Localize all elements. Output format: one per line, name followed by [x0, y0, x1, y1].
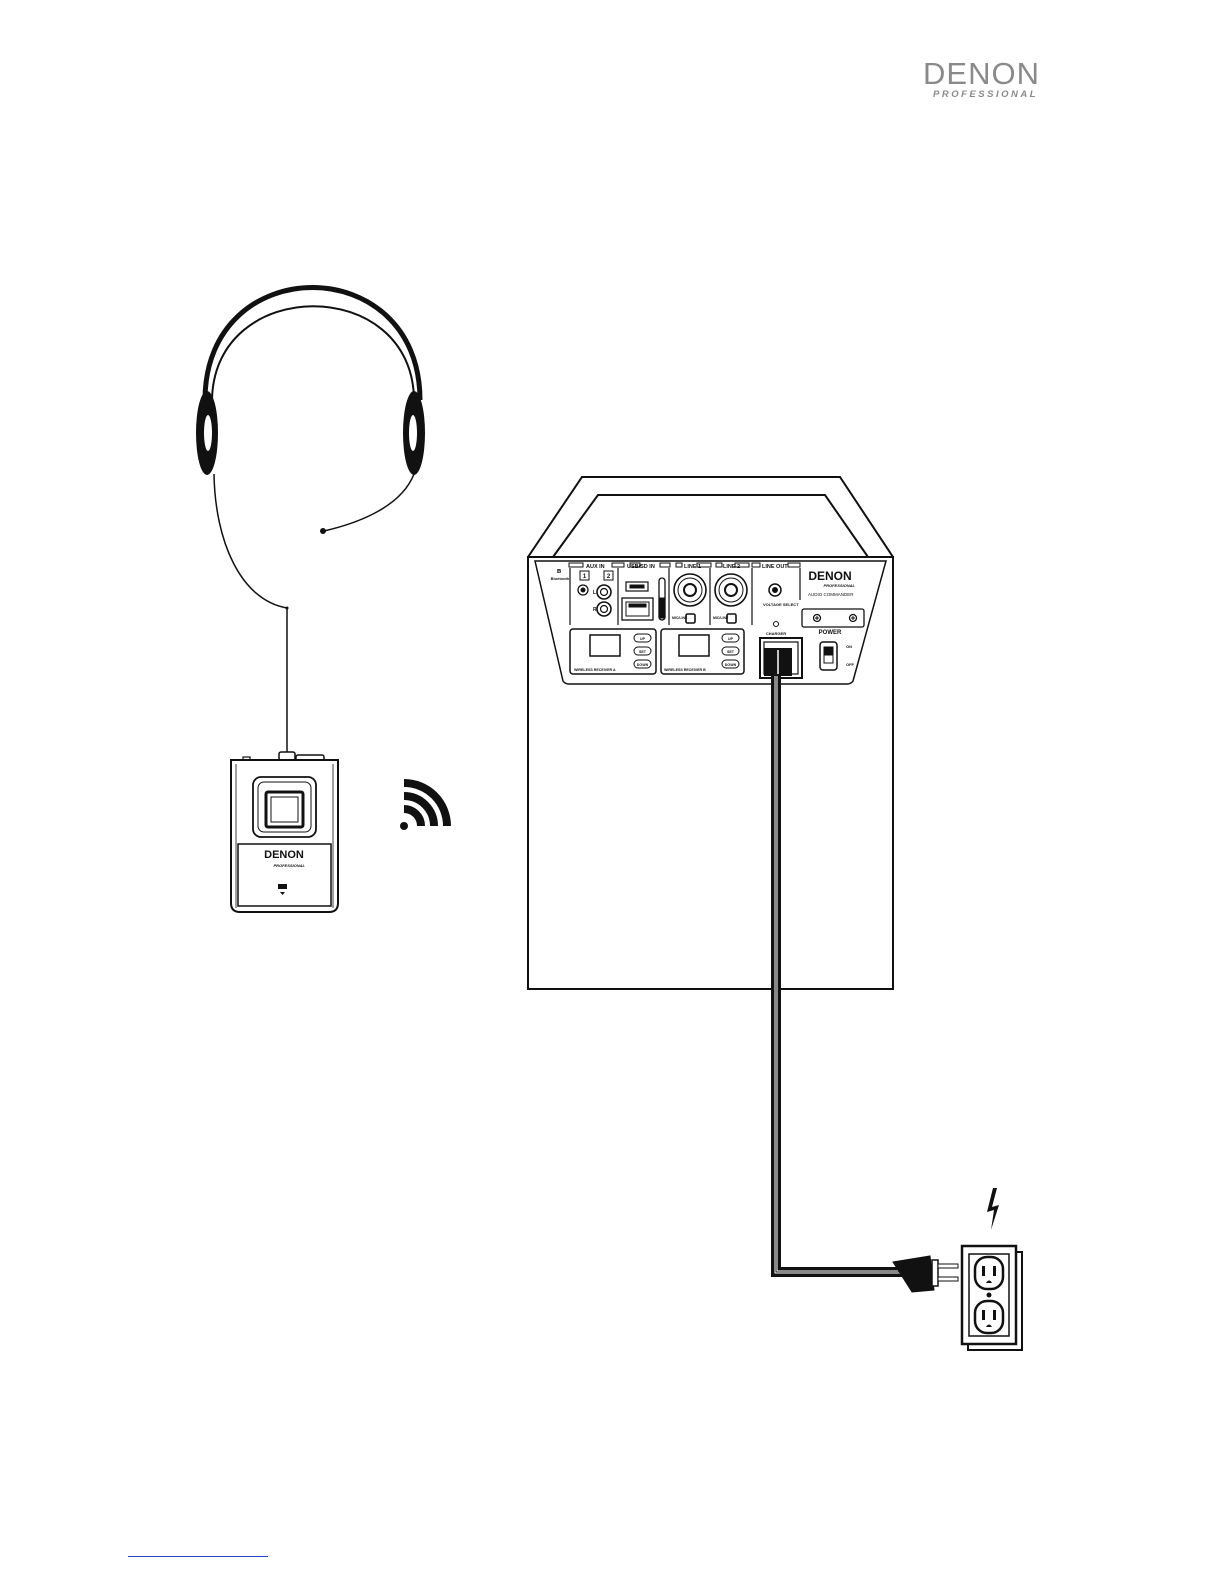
power-lightning-icon — [987, 1188, 999, 1230]
transmitter-brand-sub: PROFESSIONAL — [273, 863, 305, 868]
label-mic-line1: MIC/LINE — [672, 616, 688, 620]
label-aux-left: L — [593, 590, 596, 596]
label-receiver-b: WIRELESS RECEIVER B — [664, 668, 706, 672]
receiver-a-up: UP — [640, 637, 646, 641]
svg-text:ʙ: ʙ — [557, 568, 562, 575]
label-line-out: LINE OUT — [762, 564, 788, 570]
label-line2: LINE 2 — [723, 564, 740, 570]
label-line1: LINE 1 — [684, 564, 701, 570]
label-on: ON — [846, 644, 852, 649]
label-bluetooth: Bluetooth — [551, 576, 570, 581]
label-off: OFF — [846, 662, 855, 667]
headset-icon — [196, 288, 425, 759]
power-plug-icon — [893, 1256, 958, 1292]
wireless-signal-icon — [400, 783, 447, 830]
bodypack-transmitter — [231, 752, 338, 912]
transmitter-brand: DENON — [264, 849, 304, 861]
label-voltage-select: VOLTAGE SELECT — [763, 602, 799, 607]
wall-outlet-icon — [962, 1246, 1022, 1350]
receiver-b-down: DOWN — [725, 663, 737, 667]
panel-brand: DENON — [808, 569, 851, 583]
label-receiver-a: WIRELESS RECEIVER A — [574, 668, 616, 672]
receiver-a-set: SET — [639, 650, 647, 654]
label-usb-sd: USB/SD IN — [627, 564, 655, 570]
panel-brand-sub: PROFESSIONAL — [823, 583, 855, 588]
panel-model: AUDIO COMMANDER — [808, 592, 854, 597]
label-mic-line2: MIC/LINE — [713, 616, 729, 620]
speaker-cabinet — [528, 477, 893, 989]
label-aux-in: AUX IN — [586, 564, 605, 570]
receiver-b-set: SET — [727, 650, 735, 654]
label-aux-right: R — [593, 607, 597, 613]
receiver-a-down: DOWN — [637, 663, 649, 667]
receiver-b-up: UP — [728, 637, 734, 641]
label-charger: CHARGER — [766, 631, 786, 636]
label-power: POWER — [819, 630, 842, 636]
footer-link-underline[interactable] — [128, 1556, 268, 1557]
